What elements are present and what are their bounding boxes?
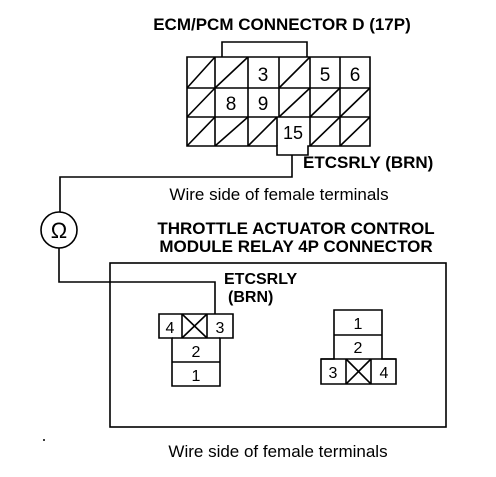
ecm-blank-cavity <box>186 56 216 89</box>
relay-wire-label-1: ETCSRLY <box>224 271 298 288</box>
ecm-connector-title: ECM/PCM CONNECTOR D (17P) <box>153 15 411 34</box>
relay-connector-left: 4 3 2 1 <box>158 313 234 387</box>
ecm-wire-label: ETCSRLY (BRN) <box>303 153 433 172</box>
relay-right-terminal-4: 4 <box>380 365 389 382</box>
ecm-terminal-3: 3 <box>258 65 269 86</box>
relay-connector-frame <box>109 262 447 428</box>
ecm-blank-cavity <box>278 87 311 118</box>
svg-text:Ω: Ω <box>51 218 67 243</box>
ecm-blank-cavity <box>186 116 216 147</box>
ecm-blank-cavity <box>247 116 278 147</box>
ecm-terminal-15: 15 <box>283 123 303 143</box>
ecm-terminal-6: 6 <box>350 65 361 86</box>
ecm-terminal-9: 9 <box>258 94 269 115</box>
relay-left-terminal-2: 2 <box>192 344 201 361</box>
relay-left-terminal-3: 3 <box>216 320 225 337</box>
relay-left-terminal-1: 1 <box>192 368 201 385</box>
ecm-terminal-5: 5 <box>320 65 331 86</box>
wire-ecm-to-meter <box>59 155 293 212</box>
ecm-blank-cavity <box>214 56 249 89</box>
ecm-blank-cavity <box>214 116 249 147</box>
ecm-blank-cavity <box>278 56 311 89</box>
ecm-connector-lock-tab <box>221 41 308 57</box>
ecm-blank-cavity <box>186 87 216 118</box>
ohmmeter-icon: Ω <box>40 211 78 249</box>
ecm-blank-cavity <box>339 116 371 147</box>
ecm-connector-outline <box>186 56 371 156</box>
relay-right-terminal-3: 3 <box>329 365 338 382</box>
relay-connector-title-2: MODULE RELAY 4P CONNECTOR <box>159 237 432 256</box>
ecm-blank-cavity <box>339 87 371 118</box>
wire-meter-to-relay <box>58 248 216 314</box>
ecm-blank-cavity <box>309 116 341 147</box>
speck-mark <box>43 439 45 441</box>
relay-right-terminal-1: 1 <box>354 316 363 333</box>
relay-wire-label-2: (BRN) <box>228 289 273 306</box>
relay-connector-title-1: THROTTLE ACTUATOR CONTROL <box>157 219 434 238</box>
ecm-caption: Wire side of female terminals <box>169 185 388 204</box>
relay-left-terminal-4: 4 <box>166 320 175 337</box>
ecm-connector: 3 5 6 8 9 15 <box>186 41 371 156</box>
relay-caption: Wire side of female terminals <box>168 442 387 461</box>
ecm-terminal-8: 8 <box>226 94 237 115</box>
relay-connector-right: 1 2 3 4 <box>320 309 397 385</box>
relay-right-terminal-2: 2 <box>354 340 363 357</box>
ecm-blank-cavity <box>309 87 341 118</box>
